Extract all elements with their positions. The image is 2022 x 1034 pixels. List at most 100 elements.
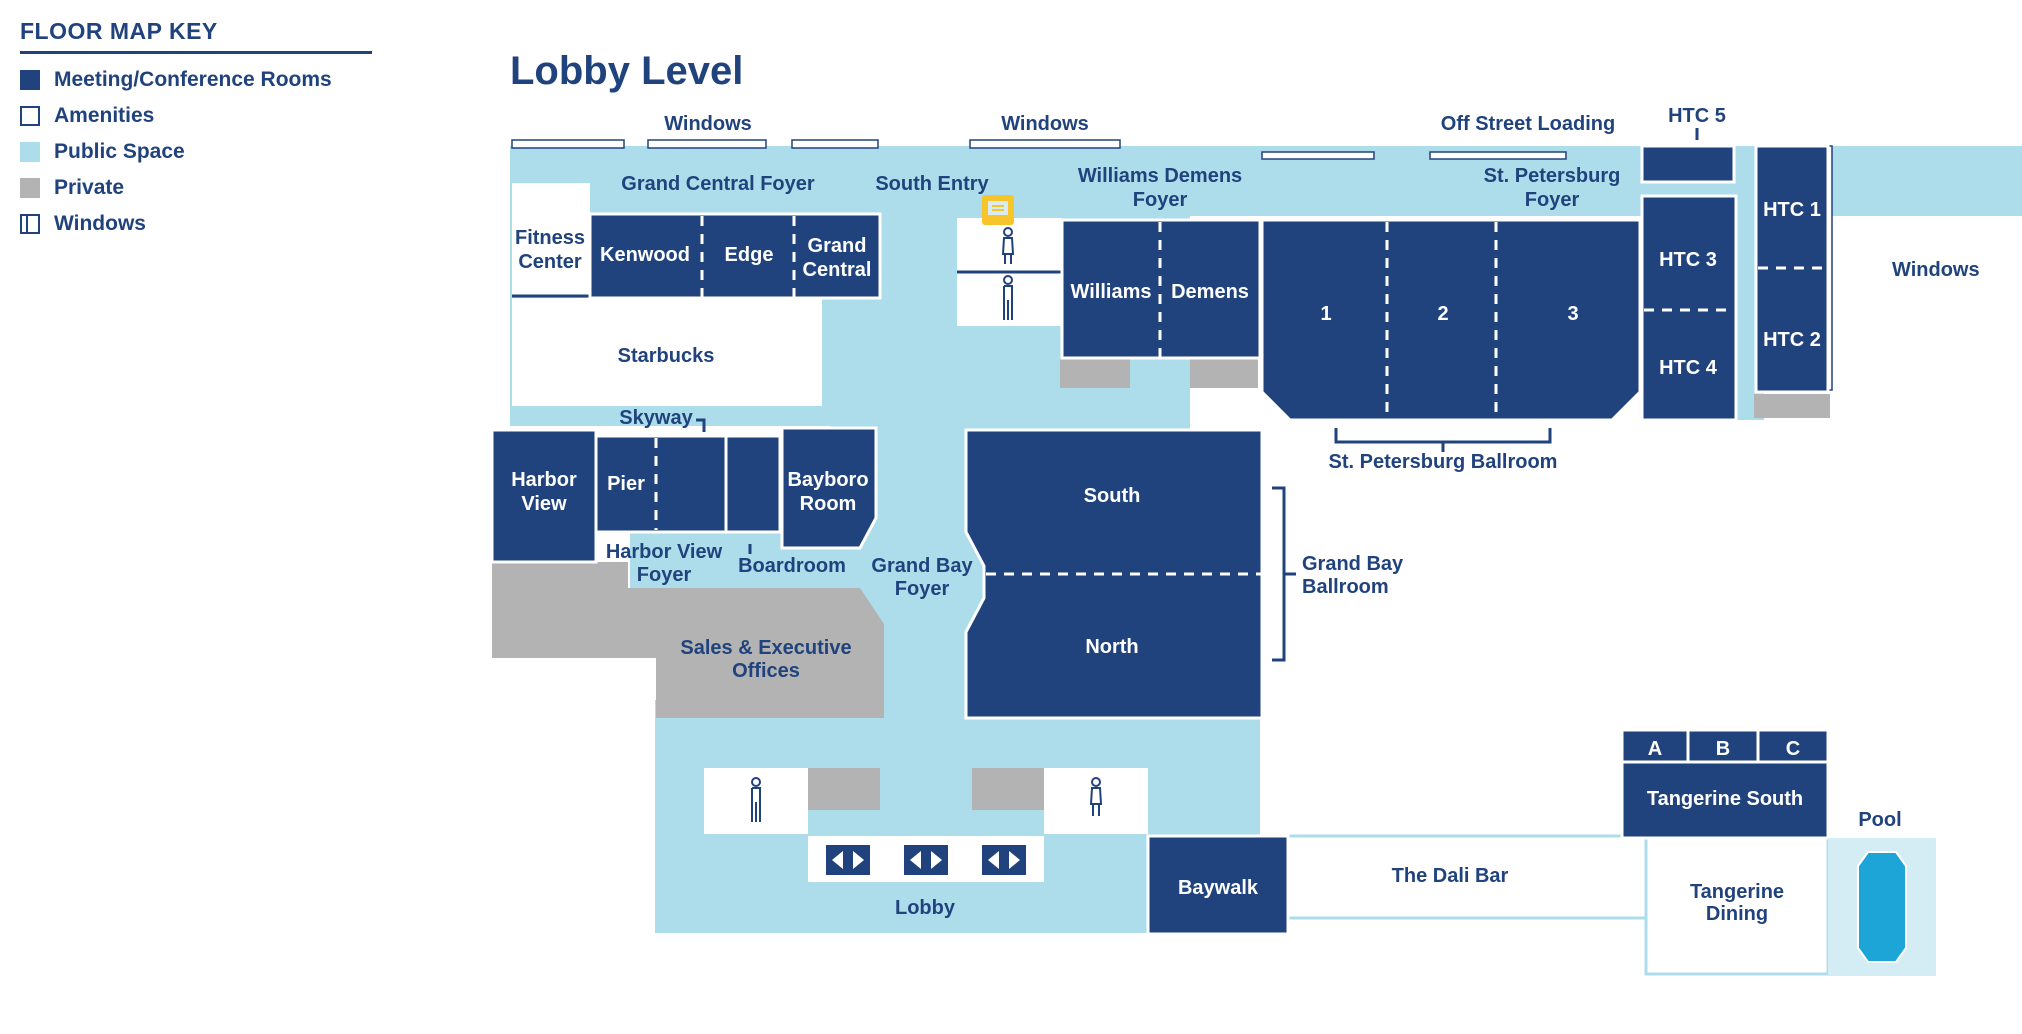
amenity-labels: Fitness Center Starbucks The Dali Bar Ta…: [515, 105, 1902, 925]
window-icon: [1429, 151, 1567, 160]
room-label-ballroom-1: 1: [1320, 303, 1331, 325]
room-tangerine-c: [1756, 728, 1830, 764]
dali-bar-label: The Dali Bar: [1392, 865, 1509, 887]
room-label-bayboro: Room: [800, 493, 857, 515]
mens-restroom-icon: [1003, 275, 1013, 320]
womens-restroom-icon: [1001, 227, 1015, 264]
room-label-bayboro: Bayboro: [787, 469, 868, 491]
room-label-tangerine-a: A: [1648, 738, 1662, 760]
private-block: [1060, 358, 1130, 388]
partitions: [594, 216, 1826, 576]
private-swatch-icon: [20, 178, 40, 198]
room-label-edge: Edge: [725, 244, 774, 266]
public-labels: Grand Central Foyer South Entry Williams…: [606, 165, 1621, 919]
starbucks-label: Starbucks: [618, 345, 715, 367]
off-street-loading-label: Off Street Loading: [1441, 113, 1615, 135]
sales-executive-offices: [492, 562, 884, 718]
legend-item-public-space: Public Space: [20, 134, 372, 170]
st-pete-bracket: [1334, 428, 1552, 444]
meeting-rooms: [490, 144, 1830, 936]
private-spaces: [492, 358, 1830, 810]
grand-central-foyer-label: Grand Central Foyer: [621, 173, 815, 195]
sales-offices-label: Offices: [732, 660, 800, 682]
legend-label: Meeting/Conference Rooms: [54, 68, 332, 91]
room-boardroom: [724, 434, 782, 534]
st-pete-ballroom-label: St. Petersburg Ballroom: [1329, 451, 1558, 473]
elevator-icon: [826, 845, 870, 875]
skyway-pointer: [696, 418, 706, 432]
room-baywalk: [1146, 834, 1290, 936]
private-block: [972, 768, 1044, 810]
legend-item-windows: Windows: [20, 206, 372, 242]
grand-bay-foyer-label: Foyer: [895, 578, 950, 600]
room-label-htc2: HTC 2: [1763, 329, 1821, 351]
room-label-harbor-view: View: [521, 493, 567, 515]
restroom-icons: [751, 227, 1103, 822]
window-icon: [1261, 151, 1375, 160]
skyway-label: Skyway: [619, 407, 693, 429]
room-label-ballroom-3: 3: [1567, 303, 1578, 325]
room-label-pier: Pier: [607, 473, 645, 495]
st-pete-foyer-label: St. Petersburg: [1484, 165, 1621, 187]
mens-restroom-icon: [751, 777, 761, 822]
tangerine-dining: [1644, 836, 1830, 976]
floor-map-key: FLOOR MAP KEY Meeting/Conference Rooms A…: [20, 18, 372, 242]
st-pete-foyer-label: Foyer: [1525, 189, 1580, 211]
fitness-center-label: Fitness: [515, 227, 585, 249]
south-entry-label: South Entry: [875, 173, 989, 195]
room-bayboro: [780, 426, 878, 550]
lobby-label: Lobby: [895, 897, 956, 919]
amenity-swatch-icon: [20, 106, 40, 126]
room-st-petersburg-ballroom: [1260, 218, 1642, 422]
private-block: [808, 768, 880, 810]
room-label-tangerine-b: B: [1716, 738, 1730, 760]
harbor-view-foyer-label: Foyer: [637, 564, 692, 586]
room-kenwood-edge-grand-central: [588, 212, 882, 300]
room-label-baywalk: Baywalk: [1178, 877, 1259, 899]
grand-bay-ballroom-label: Ballroom: [1302, 576, 1389, 598]
room-label-harbor-view: Harbor: [511, 469, 577, 491]
pool-icon: [1857, 851, 1907, 963]
legend-title: FLOOR MAP KEY: [20, 18, 372, 54]
room-label-north: North: [1085, 636, 1138, 658]
room-label-williams: Williams: [1071, 281, 1152, 303]
elevator-icon: [904, 845, 948, 875]
room-htc-5: [1640, 144, 1736, 184]
legend-label: Amenities: [54, 104, 155, 127]
starbucks: [512, 298, 822, 406]
legend-item-private: Private: [20, 170, 372, 206]
map-title: Lobby Level: [510, 49, 743, 93]
room-htc-3-4: [1640, 194, 1738, 422]
grand-bay-bracket: [1272, 486, 1286, 662]
elevator-icon: [982, 845, 1026, 875]
boardroom-label: Boardroom: [738, 555, 846, 577]
room-label-grand-central: Grand: [808, 235, 867, 257]
chat-bubble-icon[interactable]: [982, 195, 1014, 225]
tangerine-dining-label: Tangerine: [1690, 881, 1784, 903]
room-label-htc4: HTC 4: [1659, 357, 1718, 379]
window-icon: [791, 139, 879, 149]
window-icon: [511, 139, 625, 149]
room-label-htc1: HTC 1: [1763, 199, 1821, 221]
windows-label: Windows: [664, 113, 752, 135]
room-labels: Kenwood Edge Grand Central Williams Deme…: [511, 199, 1821, 899]
room-pier: [594, 434, 728, 534]
public-swatch-icon: [20, 142, 40, 162]
grand-bay-ballroom-label: Grand Bay: [1302, 553, 1404, 575]
sales-offices-label: Sales & Executive: [680, 637, 851, 659]
harbor-view-foyer-label: Harbor View: [606, 541, 723, 563]
womens-restroom-icon: [1089, 777, 1103, 816]
fitness-center: [512, 183, 590, 295]
room-label-tangerine-c: C: [1786, 738, 1800, 760]
room-label-ballroom-2: 2: [1437, 303, 1448, 325]
window-icon: [647, 139, 767, 149]
legend-item-amenities: Amenities: [20, 98, 372, 134]
legend-label: Private: [54, 176, 125, 199]
room-label-tangerine-south: Tangerine South: [1647, 788, 1803, 810]
private-block: [1190, 358, 1258, 388]
room-label-htc3: HTC 3: [1659, 249, 1717, 271]
room-tangerine-south: [1620, 760, 1830, 840]
fitness-center-label: Center: [518, 251, 582, 273]
brackets: [696, 128, 1699, 662]
